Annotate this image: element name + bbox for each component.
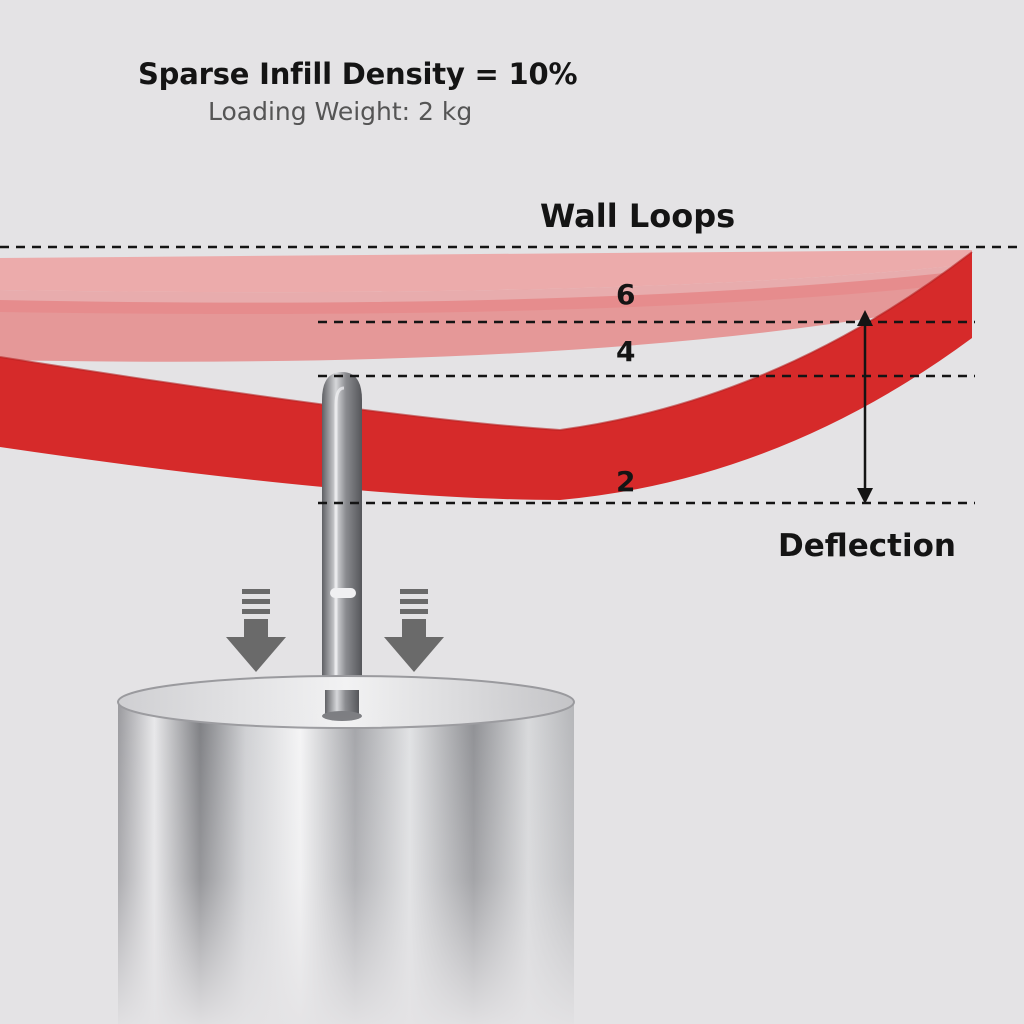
loop-label-2: 2 — [616, 465, 636, 498]
hook — [322, 372, 362, 700]
hook-notch — [330, 588, 356, 598]
hook-highlight — [334, 386, 345, 700]
diagram-subtitle: Loading Weight: 2 kg — [208, 97, 473, 126]
wall-loops-label: Wall Loops — [540, 197, 736, 235]
beam-2-loops-edge — [0, 251, 973, 432]
beam-2-loops — [0, 252, 972, 500]
steel-weight — [117, 675, 575, 1024]
diagram-title: Sparse Infill Density = 10% — [138, 57, 578, 91]
down-arrow-icon — [226, 589, 286, 672]
deflection-label: Deflection — [778, 528, 956, 564]
loop-label-6: 6 — [616, 278, 636, 311]
beam-6-loops — [0, 250, 972, 293]
down-arrow-icon — [384, 589, 444, 672]
loop-label-4: 4 — [616, 335, 636, 368]
beam-4-loops — [0, 270, 972, 362]
deflection-arrow — [857, 310, 873, 504]
